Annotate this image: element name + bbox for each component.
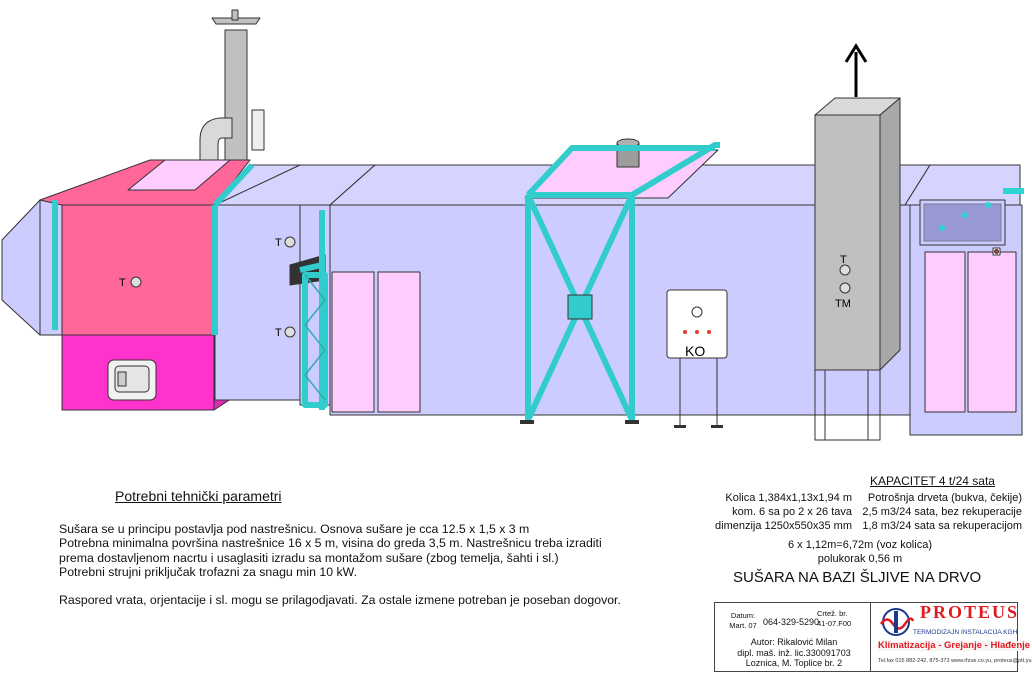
chamber-door-right [377, 271, 421, 413]
control-box [666, 289, 728, 359]
requirements-line: Sušara se u principu postavlja pod nastr… [59, 522, 530, 536]
cart-spec: Kolica 1,384x1,13x1,94 m kom. 6 sa po 2 … [710, 491, 852, 533]
drawing-number-label: Crtež. br. [817, 609, 848, 618]
requirements-line: prema dostavljenom nacrtu i usaglasiti i… [59, 550, 559, 565]
consumption-line: 2,5 m3/24 sata, bez rekuperacije [862, 506, 1022, 518]
requirements-line: Potrebna minimalna površina nastrešnice … [59, 536, 602, 551]
exhaust-tower [814, 114, 881, 371]
furnace-front [61, 204, 216, 336]
calc-line: polukorak 0,56 m [817, 553, 903, 565]
tower-thermometer [839, 264, 851, 276]
requirements-body: Sušara se u principu postavlja pod nastr… [59, 522, 699, 607]
proteus-logo-icon [879, 608, 915, 636]
requirements-line: Potrebni strujni priključak trofazni za … [59, 564, 357, 579]
label-t-duct-lower: T [275, 327, 282, 339]
rear-door-left [924, 251, 966, 413]
brand-contact: Tel.fax 015 882-242, 875-373 www.rfzue.c… [878, 658, 1032, 664]
capacity-title: KAPACITET 4 t/24 sata [870, 474, 995, 488]
label-t-duct-upper: T [275, 237, 282, 249]
brand-subtitle: TERMODIZAJN INSTALACIJA KGH [913, 629, 1018, 636]
cart-line: kom. 6 sa po 2 x 26 tava [732, 506, 852, 518]
brand-name: PROTEUS [920, 602, 1020, 622]
date-value: Mart. 07 [729, 621, 757, 630]
cart-calc: 6 x 1,12m=6,72m (voz kolica) polukorak 0… [760, 538, 960, 566]
chimney-stack [224, 29, 248, 161]
elbow-pipe [199, 117, 233, 161]
furnace-thermometer [130, 276, 142, 288]
brand-services: Klimatizacija - Grejanje - Hlađenje [878, 640, 1031, 651]
label-t-tower: T [840, 254, 847, 266]
requirements-note: Raspored vrata, orjentacije i sl. mogu s… [59, 593, 621, 608]
consumption-line: 1,8 m3/24 sata sa rekuperacijom [862, 520, 1022, 532]
chamber-door-left [331, 271, 375, 413]
author-line: Loznica, M. Toplice br. 2 [745, 658, 843, 668]
calc-line: 6 x 1,12m=6,72m (voz kolica) [788, 539, 932, 551]
dryer-drawing: T T T T TM KO [1, 9, 1024, 441]
author-info: Autor: Rikalović Milan dipl. maš. inž. l… [721, 637, 867, 669]
rear-door-right [967, 251, 1017, 413]
cart-line: Kolica 1,384x1,13x1,94 m [725, 492, 852, 504]
phone-number: 064-329-5290 [763, 617, 820, 627]
requirements-title: Potrebni tehnički parametri [115, 488, 282, 504]
consumption-line: Potrošnja drveta (bukva, čekije) [867, 492, 1022, 504]
author-line: Autor: Rikalović Milan [750, 637, 838, 647]
furnace-side [39, 199, 63, 336]
cart-line: dimenzija 1250x550x35 mm [715, 520, 852, 532]
gantry-center-plate [567, 294, 593, 320]
frame-furnace-right [212, 162, 255, 335]
date-field: Datum: Mart. 07 [723, 611, 763, 631]
frame-gantry [525, 142, 720, 420]
inlet-hood [1, 199, 41, 336]
label-t-furnace: T [119, 277, 126, 289]
duct-thermometer-upper [284, 236, 296, 248]
title-block: Datum: Mart. 07 064-329-5290 Crtež. br. … [714, 602, 1032, 672]
drawing-title: SUŠARA NA BAZI ŠLJIVE NA DRVO [733, 569, 982, 586]
label-ko: KO [685, 343, 705, 359]
frame-dark-slot [302, 272, 328, 408]
transition-duct [214, 204, 301, 401]
drying-chamber [329, 204, 911, 416]
drawing-number-value: 41-07.F00 [817, 619, 852, 628]
duct-thermometer-lower [284, 326, 296, 338]
author-line: dipl. maš. inž. lic.330091703 [737, 647, 851, 658]
consumption-spec: Potrošnja drveta (bukva, čekije) 2,5 m3/… [858, 491, 1022, 533]
date-label: Datum: [730, 611, 756, 620]
tower-hygrometer [839, 282, 851, 294]
label-tm-tower: TM [835, 298, 851, 310]
drawing-number-field: Crtež. br. 41-07.F00 [817, 609, 852, 629]
